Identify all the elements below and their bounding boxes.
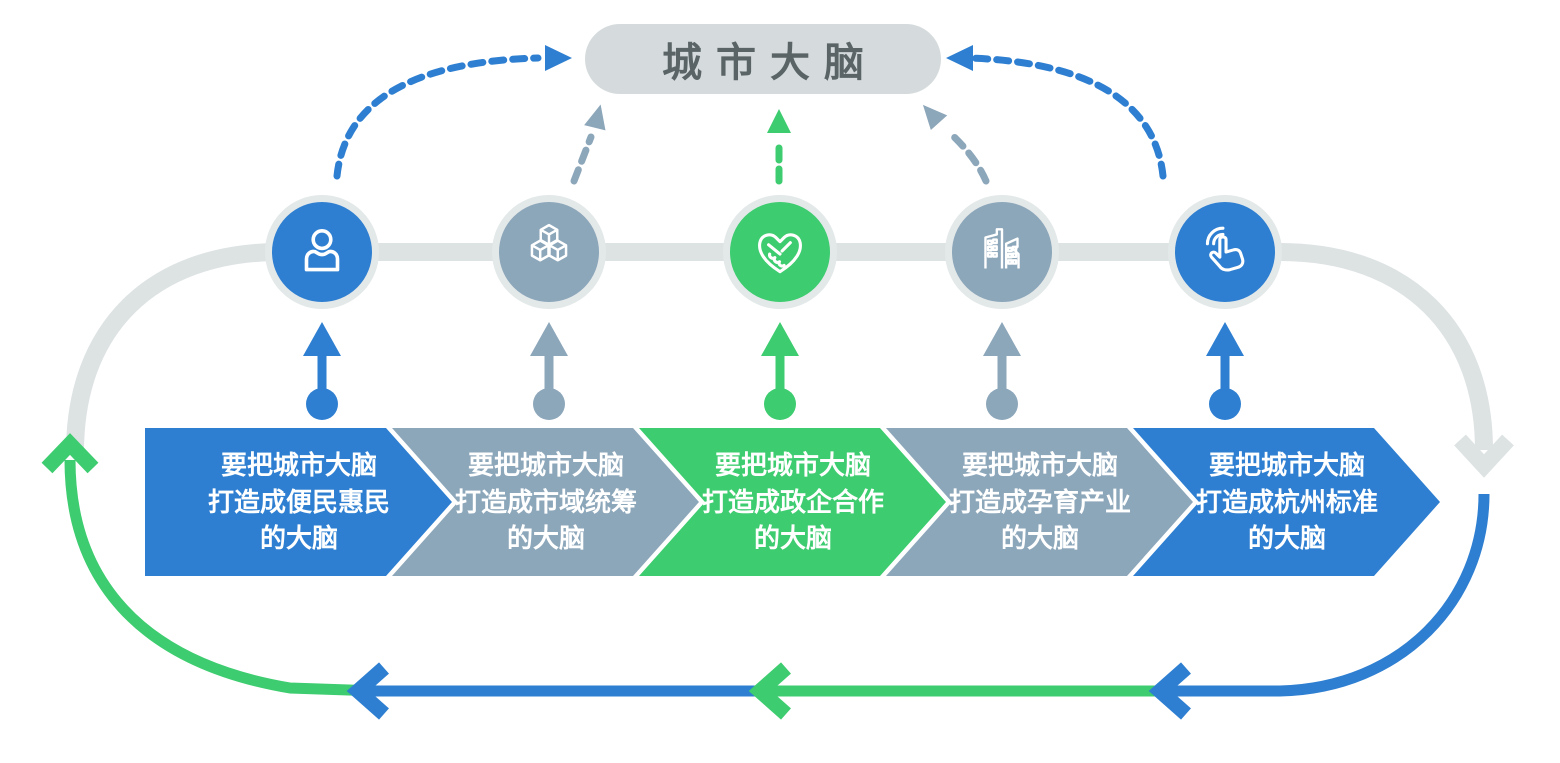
cubes-icon [530, 223, 568, 262]
connector-arrow-up-5-icon [1206, 322, 1244, 356]
flow-arrow-up-icon [41, 433, 99, 474]
flow-arrow-left-blue2-icon [1148, 662, 1191, 720]
connector-stem-4 [997, 350, 1007, 396]
handshake-icon [758, 233, 802, 274]
connector-stem-1 [317, 350, 327, 396]
buildings-icon [984, 228, 1020, 269]
step-circle-coordination [492, 195, 606, 309]
chevron-step-1 [145, 428, 452, 576]
connector-dot-1 [306, 388, 338, 420]
arc-arrow-right-icon [545, 45, 572, 71]
connector-dot-5 [1209, 388, 1241, 420]
arc-arrow-up3-icon [767, 109, 791, 133]
step-circle-standard [1168, 195, 1282, 309]
step-label-1: 要把城市大脑 打造成便民惠民 的大脑 [207, 449, 390, 554]
connector-stem-2 [544, 350, 554, 396]
dashed-arc-4 [946, 129, 990, 185]
chevron-step-5 [1133, 428, 1440, 576]
loop-arrow-down-icon [1454, 434, 1514, 478]
arc-arrow-left-icon [946, 45, 973, 71]
chevron-step-4 [886, 428, 1193, 576]
chevron-step-3 [639, 428, 946, 576]
arc-arrow-up4-icon [922, 104, 948, 131]
connector-arrow-up-4-icon [983, 322, 1021, 356]
person-icon [304, 229, 340, 272]
connector-arrow-up-2-icon [530, 322, 568, 356]
connector-dot-4 [986, 388, 1018, 420]
step-label-5: 要把城市大脑 打造成杭州标准 的大脑 [1195, 449, 1378, 554]
connector-dot-3 [764, 388, 796, 420]
step-label-4: 要把城市大脑 打造成孕育产业 的大脑 [948, 449, 1131, 554]
step-circle-industry [945, 195, 1059, 309]
chevron-step-2 [392, 428, 699, 576]
connector-arrow-up-1-icon [303, 322, 341, 356]
page-title: 城市大脑 [662, 41, 878, 85]
dashed-arc-1 [333, 54, 542, 180]
touch-icon [1205, 226, 1245, 272]
flow-blue-right-curve [1170, 493, 1490, 697]
dashed-arc-2 [570, 133, 595, 185]
dashed-arc-5 [964, 54, 1167, 180]
step-circle-cooperation [723, 195, 837, 309]
arc-arrow-up2-icon [584, 104, 606, 131]
flow-arrow-left-green-icon [748, 662, 791, 720]
connector-dot-2 [533, 388, 565, 420]
step-circle-citizen [265, 195, 379, 309]
connector-arrow-up-3-icon [761, 322, 799, 356]
connector-stem-3 [775, 350, 785, 396]
flow-arrow-left-blue-icon [346, 662, 389, 720]
step-label-3: 要把城市大脑 打造成政企合作 的大脑 [701, 449, 884, 554]
step-label-2: 要把城市大脑 打造成市域统筹 的大脑 [454, 449, 637, 554]
flow-green-left-curve [64, 459, 379, 697]
title-pill: 城市大脑 [585, 24, 941, 94]
connector-stem-5 [1220, 350, 1230, 396]
